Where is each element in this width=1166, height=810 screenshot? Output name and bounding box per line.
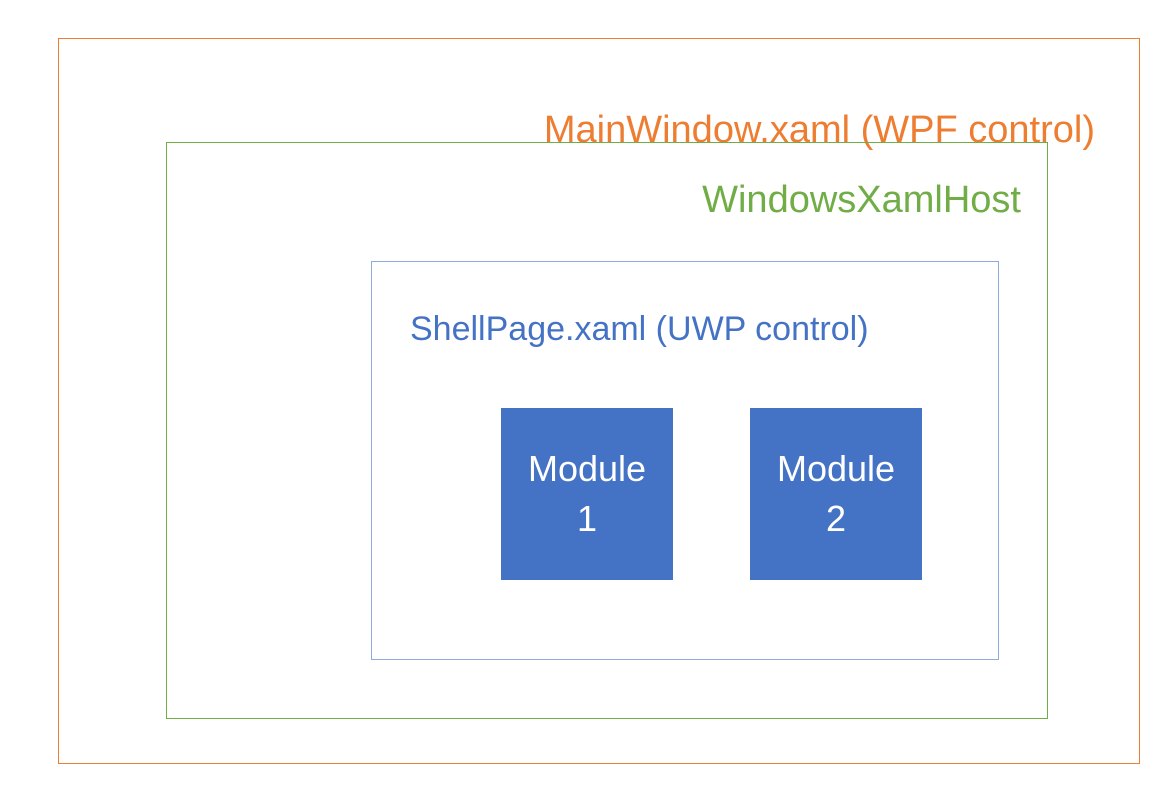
module-1-number: 1 [576,498,598,539]
main-window-label: MainWindow.xaml (WPF control) [543,109,1095,151]
shell-page-label: ShellPage.xaml (UWP control) [410,310,869,348]
windows-xaml-host-box: WindowsXamlHost [166,142,1048,719]
module-1-name: Module [527,447,647,489]
module-2-name: Module [776,447,896,489]
module-2-number: 2 [825,498,847,539]
module-2-box: Module 2 [750,408,922,580]
windows-xaml-host-label: WindowsXamlHost [702,179,1021,221]
main-window-box: MainWindow.xaml (WPF control) [58,38,1140,764]
shell-page-box: ShellPage.xaml (UWP control) [371,261,999,660]
module-1-box: Module 1 [501,408,673,580]
